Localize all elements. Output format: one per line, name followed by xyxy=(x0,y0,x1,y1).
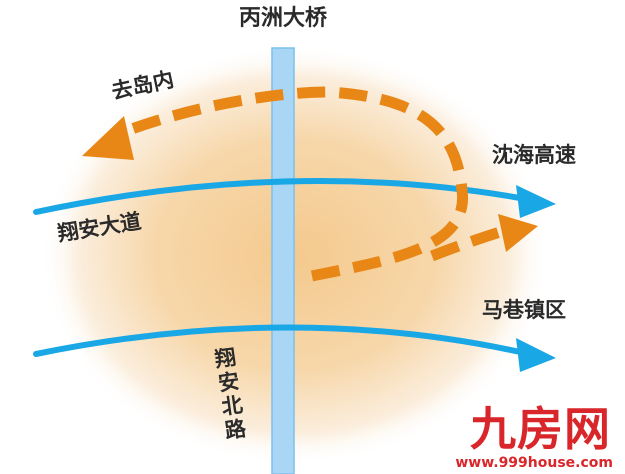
expressway-route xyxy=(430,226,502,262)
watermark-url: www.999house.com xyxy=(455,455,613,471)
maxiang-town-label: 马巷镇区 xyxy=(482,298,566,322)
watermark-logo: 九房网 xyxy=(470,402,611,456)
lower-road-arrowhead xyxy=(516,338,556,372)
expressway-arrowhead xyxy=(498,214,538,252)
maxiang-road xyxy=(33,324,523,357)
bridge-road-edge xyxy=(271,47,295,474)
to-island-route xyxy=(116,86,468,282)
to-island-arrowhead xyxy=(82,116,134,160)
upper-road-arrowhead xyxy=(516,185,556,218)
area-halo xyxy=(40,45,550,465)
shenhai-expressway-label: 沈海高速 xyxy=(492,143,576,167)
xiangan-avenue-road xyxy=(33,177,523,215)
bridge-label: 丙洲大桥 xyxy=(239,6,328,31)
bridge-road xyxy=(272,48,294,474)
